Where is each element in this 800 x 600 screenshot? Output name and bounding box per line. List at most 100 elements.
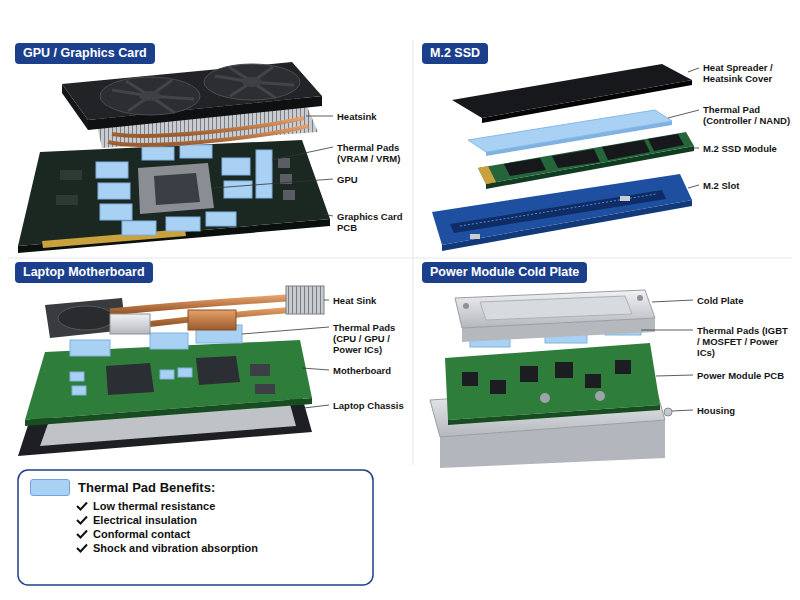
igbt <box>520 366 538 382</box>
cold-plate <box>110 314 150 334</box>
part-label: Heat Sink <box>333 295 376 306</box>
component <box>60 170 82 180</box>
nand-chip <box>648 134 684 151</box>
part-label: M.2 SSD Module <box>703 143 777 154</box>
copper-block <box>188 310 236 330</box>
legend-heading: Thermal Pad Benefits: <box>78 480 215 496</box>
thermal-pad <box>160 370 174 379</box>
thermal-pad <box>72 386 86 395</box>
heatsink-shroud <box>62 62 322 120</box>
part-label: Heat Spreader / Heatsink Cover <box>703 62 795 84</box>
part-label: Graphics Card PCB <box>337 211 417 233</box>
mosfet <box>462 372 478 386</box>
part-label: Thermal Pads (VRAM / VRM) <box>337 142 415 164</box>
screw-hole <box>637 295 643 301</box>
part-label: M.2 Slot <box>703 180 739 191</box>
panel-title: Power Module Cold Plate <box>430 265 579 280</box>
fan <box>58 306 114 330</box>
thermal-pad <box>222 158 250 175</box>
cold-plate <box>455 290 655 328</box>
power-ic <box>585 374 601 388</box>
gpu-chip <box>196 356 240 385</box>
cpu-chip <box>106 363 154 395</box>
part-label: Heatsink <box>337 111 377 122</box>
leader-line <box>302 368 329 370</box>
panel-divider <box>8 258 792 259</box>
part-label: Thermal Pads (IGBT / MOSFET / Power ICs) <box>697 325 789 358</box>
thermal-pad <box>166 217 200 231</box>
m2-slot <box>450 190 666 233</box>
part-label: Thermal Pads (CPU / GPU / Power ICs) <box>333 322 409 355</box>
thermal-pad <box>70 372 84 381</box>
leader-line <box>322 214 333 216</box>
capacitor <box>540 393 550 403</box>
leader-line <box>688 68 699 72</box>
leader-line <box>688 185 699 188</box>
thermal-pad <box>180 145 212 158</box>
component <box>56 195 78 205</box>
panel-title-badge: GPU / Graphics Card <box>15 43 155 64</box>
gpu-package <box>138 163 214 214</box>
check-mark <box>77 517 87 524</box>
thermal-pad <box>178 368 192 377</box>
fan-hub <box>242 77 262 87</box>
panel-title-badge: Laptop Motherboard <box>15 262 153 283</box>
cold-plate-recess <box>480 296 632 320</box>
legend-swatch <box>30 479 70 496</box>
motherboard-slot-board <box>432 174 692 245</box>
power-module-pcb <box>445 343 660 420</box>
fan-hub <box>139 91 161 101</box>
part-label: Motherboard <box>333 365 391 376</box>
leader-line <box>694 148 699 149</box>
thermal-pad <box>98 183 130 199</box>
component <box>620 196 630 201</box>
vrm-choke <box>278 158 290 168</box>
leader-line <box>652 300 693 302</box>
fan-blades <box>112 80 194 113</box>
benefit-item: Conformal contact <box>93 527 190 541</box>
controller-chip <box>504 158 546 176</box>
benefit-item: Low thermal resistance <box>93 499 215 513</box>
leader-line <box>668 110 699 118</box>
gpu-die <box>154 173 200 205</box>
fan <box>100 77 200 115</box>
mosfet <box>490 380 506 394</box>
panel-title-badge: M.2 SSD <box>422 43 488 64</box>
leader-line <box>306 116 333 117</box>
heatsink-fins <box>286 286 324 314</box>
leader-line <box>242 327 329 334</box>
graphics-card-pcb <box>18 140 330 246</box>
leader-line <box>324 300 329 301</box>
leader-line <box>304 405 329 408</box>
panel-title: M.2 SSD <box>430 46 480 61</box>
thermal-pad <box>150 333 188 349</box>
component <box>250 364 270 376</box>
capacitor <box>595 391 605 401</box>
slot-pins <box>460 194 656 226</box>
check-mark <box>77 545 87 552</box>
leader-line <box>214 179 333 188</box>
module-edge <box>486 146 694 189</box>
fan <box>204 64 300 100</box>
leader-line <box>672 410 693 411</box>
nand-chip <box>552 149 600 168</box>
benefit-item: Shock and vibration absorption <box>93 541 258 555</box>
vrm-choke <box>283 190 295 200</box>
heat-spreader <box>452 64 692 118</box>
component <box>255 384 275 394</box>
thermal-pad <box>100 204 132 220</box>
thermal-pad <box>122 221 156 235</box>
thermal-pad <box>256 150 272 198</box>
module-contacts <box>478 166 496 184</box>
panel-divider <box>413 40 414 465</box>
part-label: Thermal Pad (Controller / NAND) <box>703 104 799 126</box>
leader-line <box>656 375 693 376</box>
part-label: GPU <box>337 174 358 185</box>
nand-chip <box>602 140 650 160</box>
pcie-fingers <box>42 229 186 248</box>
check-mark <box>77 531 87 538</box>
part-label: Housing <box>697 405 735 416</box>
